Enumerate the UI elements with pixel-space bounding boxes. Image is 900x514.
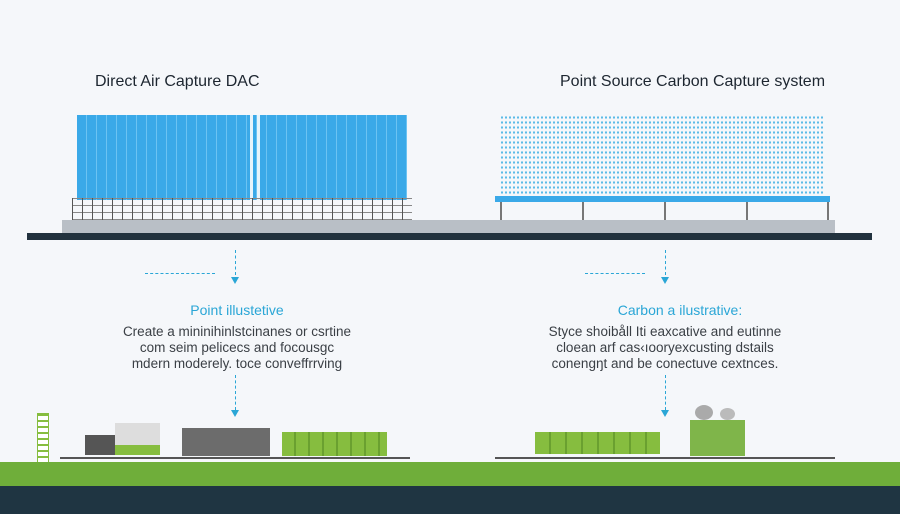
point-source-description: Styce shoibåll Iti eaxcative and eutinne… <box>505 324 825 372</box>
sign-icon <box>37 413 49 465</box>
road-line <box>495 457 835 459</box>
dashed-connector <box>235 375 236 410</box>
dashed-connector <box>665 250 666 275</box>
dac-title: Direct Air Capture DAC <box>95 73 260 90</box>
arrow-down-icon <box>231 410 239 417</box>
grass-band <box>0 462 900 486</box>
point-source-unit <box>500 115 825 195</box>
arrow-down-icon <box>661 410 669 417</box>
desc-line: mdern moderely. toce conveffrrving <box>131 356 343 371</box>
truck-trailer-icon <box>115 423 160 455</box>
factory-icon <box>690 420 745 456</box>
desc-line: cloean arf cas‹ıooryexcusting dstails <box>556 340 774 355</box>
dac-unit <box>77 115 407 200</box>
freight-car-icon <box>282 432 387 456</box>
dashed-connector <box>665 375 666 410</box>
desc-line: conengŋt and be conectuve cextnces. <box>551 356 779 371</box>
point-source-supports <box>500 202 829 220</box>
point-source-beam <box>495 196 830 202</box>
dac-subtitle: Point illustetive <box>190 302 284 318</box>
road-line <box>60 457 410 459</box>
desc-line: Styce shoibåll Iti eaxcative and eutinne <box>548 324 782 339</box>
arrow-down-icon <box>661 277 669 284</box>
truck-icon <box>85 435 115 455</box>
ground-line <box>27 233 872 240</box>
smoke-icon <box>720 408 735 420</box>
ground-band <box>0 486 900 514</box>
point-source-subtitle: Carbon a ilustrative: <box>617 302 743 318</box>
dac-unit-divider <box>250 115 253 200</box>
platform <box>62 220 835 233</box>
dashed-connector <box>235 250 236 275</box>
desc-line: com seim pelicecs and focousgc <box>139 340 335 355</box>
dashed-connector <box>145 273 215 274</box>
dac-description: Create a mininihinlstcinanes or csrtine … <box>77 324 397 372</box>
train-icon <box>535 432 660 454</box>
desc-line: Create a mininihinlstcinanes or csrtine <box>122 324 352 339</box>
dac-unit-divider <box>257 115 260 200</box>
truck-icon <box>182 428 270 456</box>
point-source-title: Point Source Carbon Capture system <box>560 73 826 90</box>
dashed-connector <box>585 273 645 274</box>
smoke-icon <box>695 405 713 420</box>
dac-frame <box>72 198 412 220</box>
arrow-down-icon <box>231 277 239 284</box>
